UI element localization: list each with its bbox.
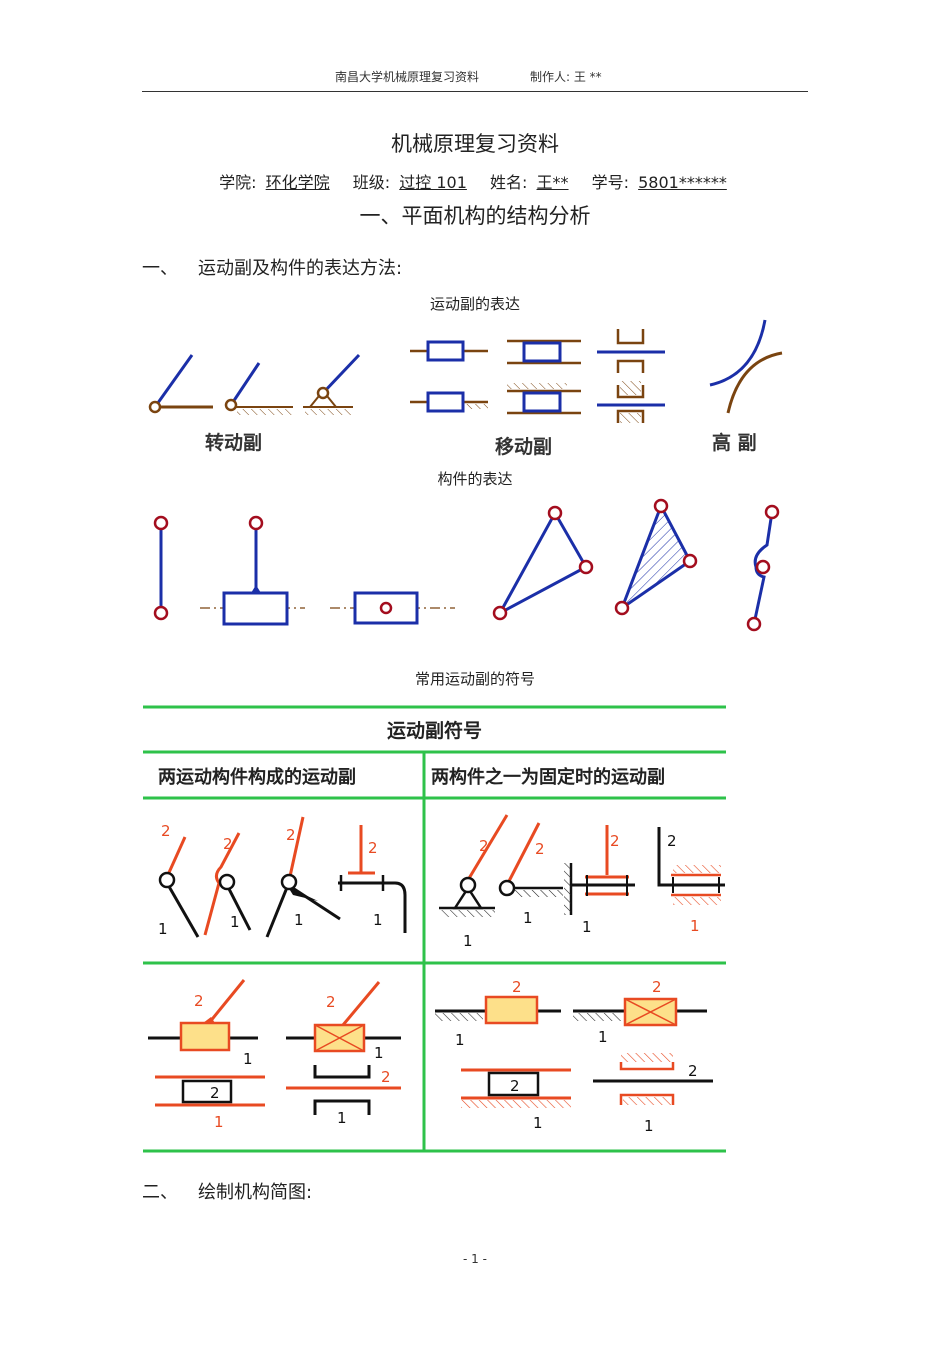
section-1-title: 运动副及构件的表达方法: (198, 258, 403, 279)
sym-revolute-moving-2 (203, 832, 252, 936)
chapter-heading: 一、平面机构的结构分析 (359, 204, 591, 228)
num-2: 2 (210, 1084, 220, 1102)
prismatic-pair-4 (507, 383, 581, 415)
num-1: 1 (243, 1050, 253, 1068)
class-label: 班级: (352, 173, 391, 192)
num-1: 1 (455, 1031, 465, 1049)
sym-slider-moving-1 (148, 979, 258, 1052)
section-2-title: 绘制机构简图: (198, 1182, 313, 1203)
prismatic-pair-3 (507, 339, 581, 365)
page-number: - 1 - (463, 1252, 487, 1266)
slider-block (330, 591, 455, 625)
name-value: 王** (536, 173, 569, 192)
num-2: 2 (688, 1062, 698, 1080)
num-1: 1 (158, 920, 168, 938)
link-caption: 构件的表达 (437, 470, 513, 488)
num-1: 1 (690, 917, 700, 935)
class-value: 过控 101 (399, 173, 467, 192)
num-1: 1 (294, 911, 304, 929)
num-2: 2 (286, 826, 296, 844)
ternary-link-hatched (614, 498, 698, 616)
revolute-label: 转动副 (205, 432, 263, 454)
sym-slider-fixed-1 (435, 995, 561, 1025)
sym-slider-moving-3 (155, 1075, 265, 1107)
pair-figure (148, 319, 783, 423)
college-label: 学院: (219, 173, 257, 192)
sym-prismatic-fixed-1 (564, 825, 635, 915)
header-rule (142, 91, 808, 92)
ternary-link (492, 505, 594, 621)
num-1: 1 (644, 1117, 654, 1135)
prismatic-pair-2 (410, 391, 488, 413)
sym-prismatic-fixed-2 (657, 827, 725, 905)
prismatic-pair-1 (410, 340, 488, 362)
slider-with-pin (200, 515, 305, 626)
num-2: 2 (535, 840, 545, 858)
prismatic-pair-5 (597, 329, 665, 373)
sym-revolute-fixed-2 (498, 822, 563, 897)
id-value: 5801****** (638, 173, 727, 192)
college-value: 环化学院 (265, 173, 330, 192)
symbol-table-col2: 两构件之一为固定时的运动副 (431, 767, 665, 788)
num-1: 1 (598, 1028, 608, 1046)
higher-label: 高 副 (712, 432, 757, 454)
page-title: 机械原理复习资料 (391, 132, 559, 156)
sym-slider-fixed-2 (573, 997, 707, 1027)
num-2: 2 (381, 1068, 391, 1086)
num-2: 2 (161, 822, 171, 840)
section-1-heading: 一、运动副及构件的表达方法: (142, 254, 402, 280)
num-1: 1 (373, 911, 383, 929)
revolute-pair-1 (148, 354, 213, 414)
symbol-table: 2 1 2 1 2 1 2 1 2 1 2 1 2 1 2 1 2 1 2 1 … (143, 705, 726, 1155)
num-1: 1 (374, 1044, 384, 1062)
table-numerals: 2 1 2 1 2 1 2 1 2 1 2 1 2 1 2 1 2 1 2 1 … (158, 822, 700, 1135)
num-1: 1 (230, 913, 240, 931)
num-2: 2 (194, 992, 204, 1010)
num-2: 2 (610, 832, 620, 850)
section-2-heading: 二、绘制机构简图: (142, 1178, 312, 1204)
num-1: 1 (523, 909, 533, 927)
cranked-link (746, 504, 780, 632)
num-2: 2 (667, 832, 677, 850)
num-2: 2 (326, 993, 336, 1011)
revolute-pair-3 (303, 353, 361, 415)
num-2: 2 (512, 978, 522, 996)
link-figure (153, 498, 780, 632)
symbol-table-col1: 两运动构件构成的运动副 (158, 767, 356, 788)
num-1: 1 (533, 1114, 543, 1132)
sym-slider-moving-2 (286, 981, 401, 1053)
sym-revolute-fixed-1 (439, 814, 509, 917)
two-pin-link (153, 515, 169, 621)
num-1: 1 (214, 1113, 224, 1131)
section-2-number: 二、 (142, 1182, 178, 1203)
sym-slider-fixed-3 (461, 1068, 571, 1108)
symbol-table-title: 运动副符号 (386, 720, 482, 742)
sym-slider-fixed-4 (593, 1053, 713, 1105)
section-1-number: 一、 (142, 258, 178, 279)
num-2: 2 (223, 835, 233, 853)
num-1: 1 (463, 932, 473, 950)
header-doc-title: 南昌大学机械原理复习资料 (335, 70, 480, 84)
pair-caption: 运动副的表达 (429, 295, 520, 313)
higher-pair (709, 319, 783, 414)
num-1: 1 (582, 918, 592, 936)
sym-revolute-moving-3 (265, 816, 341, 938)
num-2: 2 (652, 978, 662, 996)
sym-revolute-moving-1 (158, 836, 200, 938)
sym-slider-moving-4 (286, 1065, 401, 1115)
num-1: 1 (337, 1109, 347, 1127)
id-label: 学号: (591, 173, 630, 192)
revolute-pair-2 (224, 362, 293, 415)
prismatic-pair-6 (597, 381, 665, 423)
num-2: 2 (510, 1077, 520, 1095)
num-2: 2 (368, 839, 378, 857)
header-author: 制作人: 王 ** (530, 70, 602, 84)
student-info: 学院: 环化学院 班级: 过控 101 姓名: 王** 学号: 5801****… (0, 169, 950, 193)
name-label: 姓名: (490, 173, 528, 192)
sym-prismatic-moving (338, 825, 407, 933)
num-2: 2 (479, 837, 489, 855)
symbol-caption: 常用运动副的符号 (414, 670, 535, 688)
prismatic-label: 移动副 (495, 436, 553, 458)
